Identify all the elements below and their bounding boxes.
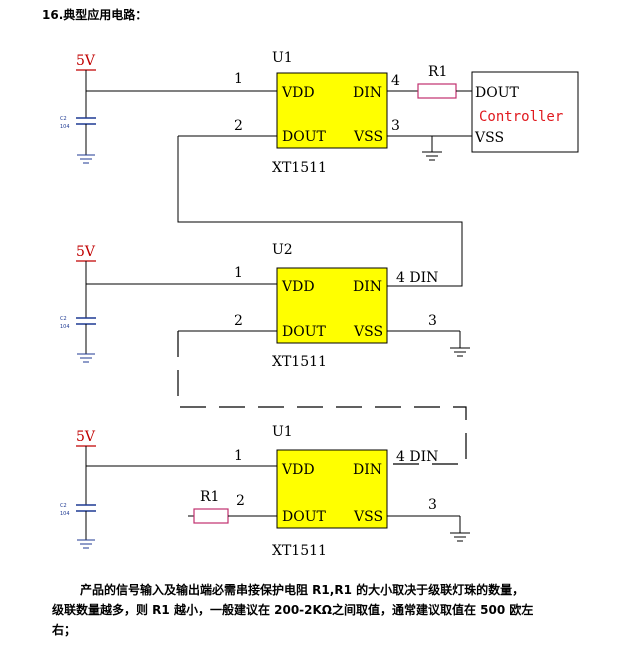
capacitor-value-2: 104 <box>60 324 70 330</box>
ground-icon <box>450 347 470 357</box>
resistor-r1-input <box>417 83 457 99</box>
chip-part-2: XT1511 <box>272 354 327 370</box>
stage-1: 5V C2 104 1 U1 VDD DIN DOUT VSS XT1511 <box>60 50 579 176</box>
pin-vss-2: VSS <box>353 324 383 340</box>
controller-dout-label: DOUT <box>475 85 520 101</box>
chip-ref-2: U2 <box>272 242 293 258</box>
description-line-3: 右； <box>52 623 77 637</box>
pin-dout-1: DOUT <box>282 129 327 145</box>
pin-number-dout-2: 2 <box>234 313 243 329</box>
ground-icon <box>450 532 470 542</box>
chip-body-3 <box>276 449 388 529</box>
pin-din-3: DIN <box>353 462 382 478</box>
pin-vss-3: VSS <box>353 509 383 525</box>
description-line-2: 级联数量越多，则 R1 越小，一般建议在 200-2KΩ之间取值，通常建议取值在… <box>52 603 534 617</box>
pin-number-vss-2: 3 <box>428 313 437 329</box>
controller-title: Controller <box>479 109 563 125</box>
resistor-r1-output <box>193 508 229 524</box>
pin-number-din-1: 4 <box>391 73 400 89</box>
chip-part-1: XT1511 <box>272 160 327 176</box>
pin-vss-1: VSS <box>353 129 383 145</box>
supply-label-1: 5V <box>76 53 96 69</box>
section-heading: 16.典型应用电路： <box>42 8 148 22</box>
pin-vdd-2: VDD <box>281 279 315 295</box>
capacitor-ref-2: C2 <box>60 316 67 322</box>
description-text: 产品的信号输入及输出端必需串接保护电阻 R1,R1 的大小取决于级联灯珠的数量，… <box>52 580 612 640</box>
pin-din-2: DIN <box>353 279 382 295</box>
pin-dout-3: DOUT <box>282 509 327 525</box>
supply-label-2: 5V <box>76 244 96 260</box>
stage-3: 5V C2 104 1 U1 VDD DIN DOUT VSS XT1511 4… <box>60 424 470 559</box>
chip-body-1 <box>276 72 388 149</box>
description-line-1: 产品的信号输入及输出端必需串接保护电阻 R1,R1 的大小取决于级联灯珠的数量， <box>80 583 525 597</box>
pin-number-vss-1: 3 <box>391 118 400 134</box>
chain-wire-dashed <box>177 331 467 465</box>
pin-vdd-1: VDD <box>281 85 315 101</box>
resistor-label-input: R1 <box>428 64 447 80</box>
pin-number-vdd-3: 1 <box>234 448 243 464</box>
pin-number-vdd-2: 1 <box>234 265 243 281</box>
resistor-label-output: R1 <box>200 489 219 505</box>
capacitor-value-3: 104 <box>60 511 70 517</box>
controller-box <box>471 71 579 153</box>
chip-ref-3: U1 <box>272 424 293 440</box>
ground-icon <box>422 151 442 161</box>
ground-icon <box>77 154 95 164</box>
stage-2: 5V C2 104 1 U2 VDD DIN DOUT VSS XT1511 4… <box>60 242 470 370</box>
chip-body-2 <box>276 267 388 344</box>
ground-icon <box>77 353 95 363</box>
chip-ref-1: U1 <box>272 50 293 66</box>
capacitor-ref-1: C2 <box>60 116 67 122</box>
pin-number-vss-3: 3 <box>428 497 437 513</box>
chip-part-3: XT1511 <box>272 543 327 559</box>
capacitor-value-1: 104 <box>60 124 70 130</box>
controller-vss-label: VSS <box>474 130 504 146</box>
pin-dout-2: DOUT <box>282 324 327 340</box>
pin-number-vdd-1: 1 <box>234 71 243 87</box>
pin-din-1: DIN <box>353 85 382 101</box>
chain-wire-1-2 <box>177 136 463 287</box>
ground-icon <box>77 539 95 549</box>
circuit-diagram: 5V C2 104 1 U1 VDD DIN DOUT VSS XT1511 <box>60 50 579 559</box>
pin-vdd-3: VDD <box>281 462 315 478</box>
pin-number-din-3: 4 DIN <box>396 449 438 465</box>
supply-label-3: 5V <box>76 429 96 445</box>
pin-number-dout-3: 2 <box>236 493 245 509</box>
capacitor-ref-3: C2 <box>60 503 67 509</box>
pin-number-din-2: 4 DIN <box>396 270 438 286</box>
pin-number-dout-1: 2 <box>234 118 243 134</box>
